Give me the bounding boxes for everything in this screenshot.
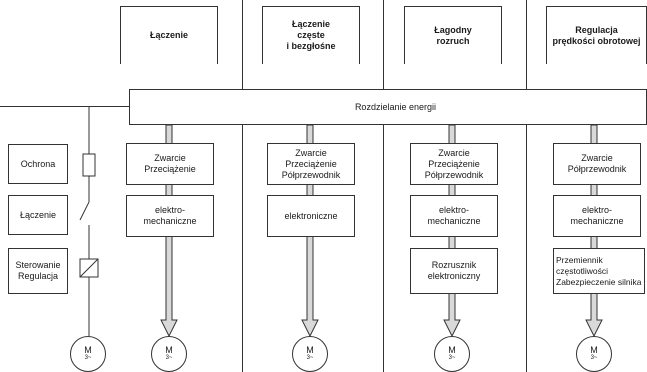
motor-sub: 3~: [590, 355, 598, 361]
col2-switching: elektroniczne: [267, 195, 355, 237]
motor-0: M 3~: [70, 336, 106, 372]
motor-label: M: [448, 345, 456, 355]
energy-distribution-bar: Rozdzielanie energii: [129, 89, 647, 125]
legend-switching: Łączenie: [8, 195, 68, 235]
col1-protection: Zwarcie Przeciążenie: [126, 143, 214, 185]
motor-sub: 3~: [306, 355, 314, 361]
motor-4: M 3~: [576, 336, 612, 372]
header-switching: Łączenie: [120, 6, 218, 64]
col4-protection: Zwarcie Półprzewodnik: [553, 143, 641, 185]
header-soft-start: Łagodny rozruch: [404, 6, 502, 64]
col2-protection: Zwarcie Przeciążenie Półprzewodnik: [267, 143, 355, 185]
switch-symbol: [79, 201, 90, 221]
col4-control: Przemiennik częstotliwości Zabezpieczeni…: [553, 248, 645, 294]
header-speed-control: Regulacja prędkości obrotowej: [546, 6, 647, 64]
supply-line: [0, 106, 130, 107]
motor-2: M 3~: [292, 336, 328, 372]
motor-sub: 3~: [165, 355, 173, 361]
legend-control: Sterowanie Regulacja: [8, 248, 68, 294]
col4-switching: elektro- mechaniczne: [553, 195, 641, 237]
motor-3: M 3~: [434, 336, 470, 372]
motor-label: M: [590, 345, 598, 355]
motor-label: M: [306, 345, 314, 355]
motor-label: M: [165, 345, 173, 355]
motor-1: M 3~: [151, 336, 187, 372]
motor-label: M: [84, 345, 92, 355]
motor-sub: 3~: [84, 355, 92, 361]
column-divider-3: [526, 0, 527, 372]
col3-switching: elektro- mechaniczne: [410, 195, 498, 237]
column-arrows: [160, 124, 603, 338]
col1-switching: elektro- mechaniczne: [126, 195, 214, 237]
column-divider-2: [383, 0, 384, 372]
column-divider-1: [242, 0, 243, 372]
motor-sub: 3~: [448, 355, 456, 361]
legend-protection: Ochrona: [8, 144, 68, 184]
col3-protection: Zwarcie Przeciążenie Półprzewodnik: [410, 143, 498, 185]
col3-control: Rozrusznik elektroniczny: [410, 248, 498, 294]
header-frequent-switching: Łączenie częste i bezgłośne: [262, 6, 360, 64]
fuse-symbol: [82, 153, 96, 177]
